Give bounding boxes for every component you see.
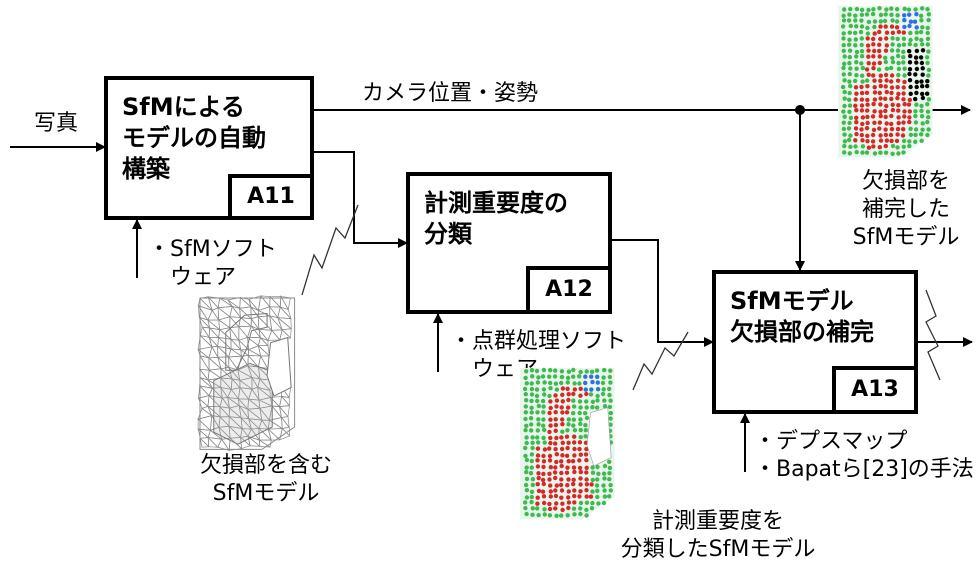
leader-classified [632, 331, 689, 391]
leader-completed [925, 289, 941, 381]
a12-to-a13-arrow [610, 239, 714, 347]
box-a11-title: SfMによる モデルの自動 構築 [122, 93, 266, 183]
classified-model-caption: 計測重要度を 分類したSfMモデル [620, 509, 816, 562]
function-box-a11: SfMによる モデルの自動 構築 A11 [104, 76, 314, 220]
a13-mechanism-label: ・デプスマップ ・Bapatら[23]の手法 [754, 429, 974, 482]
function-box-a13: SfMモデル 欠損部の補完 A13 [712, 270, 918, 414]
completed-model-caption: 欠損部を 補完した SfMモデル [852, 169, 960, 250]
a11-to-a12-arrow [312, 151, 408, 248]
leader-mesh [301, 204, 359, 296]
function-box-a12: 計測重要度の 分類 A12 [406, 172, 612, 314]
box-a13-title: SfMモデル 欠損部の補完 [730, 287, 874, 346]
box-a11-id: A11 [228, 174, 314, 220]
camera-pose-label: カメラ位置・姿勢 [362, 81, 539, 106]
box-a12-id: A12 [526, 266, 612, 314]
box-a12-title: 計測重要度の 分類 [424, 189, 568, 248]
a11-mechanism-label: ・SfMソフト ウェア [148, 237, 277, 290]
box-a13-id: A13 [832, 366, 918, 414]
input-label: 写真 [34, 111, 79, 136]
mesh-model-caption: 欠損部を含む SfMモデル [199, 453, 332, 506]
